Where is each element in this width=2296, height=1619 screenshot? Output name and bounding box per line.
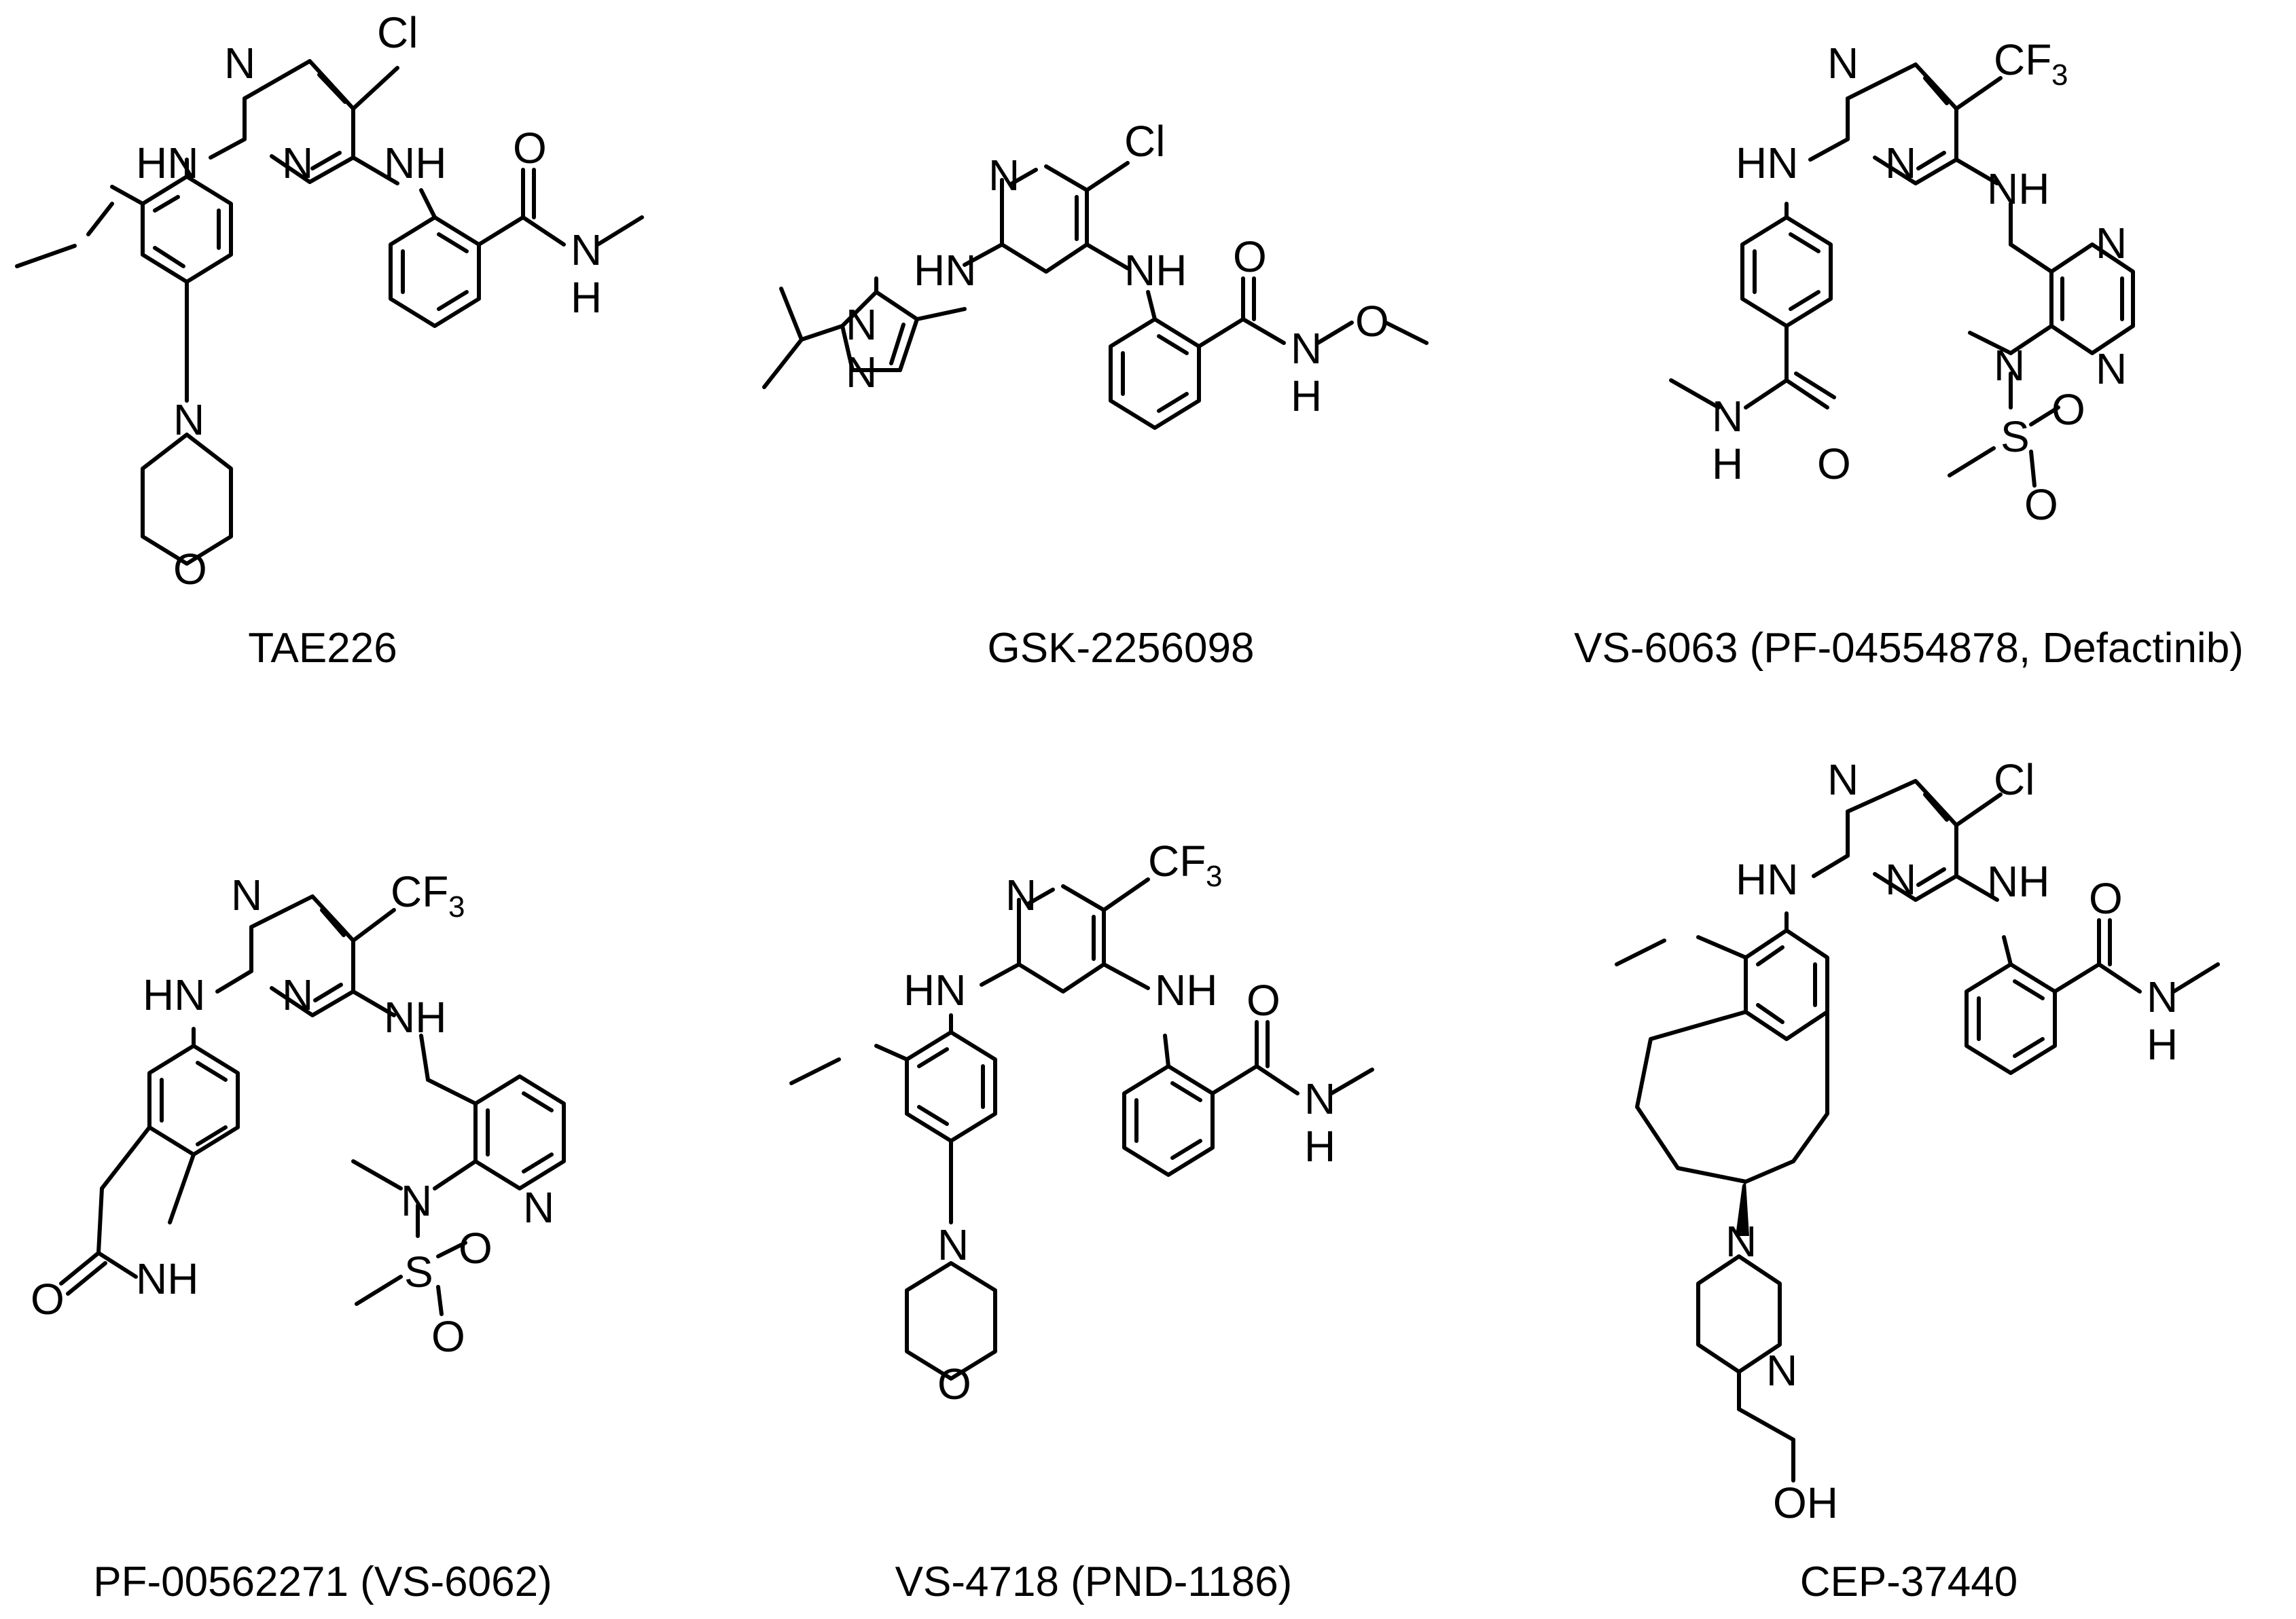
atom-o-carbonyl: O — [1233, 232, 1267, 281]
atom-h-amide: H — [2147, 1020, 2178, 1069]
atom-o-morpholine: O — [173, 545, 207, 594]
atom-nh: NH — [1987, 164, 2049, 213]
atom-n-morpholine: N — [173, 395, 204, 444]
atom-s: S — [404, 1248, 433, 1296]
atom-n-piperazine: N — [1766, 1346, 1797, 1395]
atom-cf3: CF — [1994, 35, 2051, 84]
atom-o-carbonyl: O — [1817, 439, 1851, 488]
atom-nh: NH — [384, 139, 446, 187]
atom-n-amide: N — [1712, 392, 1743, 441]
atom-n: N — [1827, 755, 1859, 804]
structure-gsk-2256098: Cl N HN NH N N O N H O GSK-2256098 — [762, 117, 1429, 672]
atom-n-pyridine: N — [1005, 871, 1037, 920]
atom-n-methyl: N — [401, 1176, 432, 1225]
atom-o-carbonyl: O — [513, 124, 547, 172]
atom-cl: Cl — [1124, 117, 1165, 166]
atom-s: S — [2001, 412, 2030, 461]
atom-n: N — [1827, 39, 1859, 88]
structure-cep-37440: Cl N N HN NH O N H N N OH CEP-37440 — [1615, 755, 2220, 1605]
atom-nh: NH — [1124, 246, 1187, 295]
compound-name-vs-4718: VS-4718 (PND-1186) — [895, 1559, 1293, 1605]
atom-n: N — [224, 39, 255, 88]
atom-n-pyrazine: N — [2096, 344, 2127, 393]
atom-oh: OH — [1773, 1478, 1838, 1527]
atom-cl: Cl — [1994, 755, 2034, 804]
atom-cl: Cl — [377, 8, 418, 57]
atom-cf3-subscript: 3 — [1206, 860, 1222, 893]
atom-n-amide: N — [2147, 972, 2178, 1021]
atom-n-amide: N — [1291, 324, 1322, 373]
atom-nh-lactam: NH — [136, 1254, 198, 1303]
atom-n-pyrazole: N — [846, 300, 877, 349]
atom-n-pyrazole: N — [846, 348, 877, 397]
atom-cf3: CF — [1148, 837, 1206, 886]
atom-n-methyl: N — [1994, 341, 2025, 390]
atom-n-pyridine: N — [988, 151, 1020, 200]
atom-o-carbonyl: O — [1246, 976, 1280, 1025]
atom-o: O — [2051, 385, 2085, 434]
atom-nh: NH — [384, 993, 446, 1042]
atom-h-amide: H — [1291, 371, 1322, 420]
structure-vs-6063: CF 3 N N HN NH N N N S O O O N H VS-6063… — [1574, 35, 2244, 672]
atom-o-methoxy: O — [1355, 297, 1389, 346]
atom-o-morpholine: O — [937, 1360, 971, 1408]
atom-h-amide: H — [571, 273, 602, 322]
compound-name-gsk-2256098: GSK-2256098 — [988, 625, 1255, 672]
atom-n: N — [1885, 855, 1916, 904]
atom-cf3: CF — [391, 867, 448, 916]
atom-n: N — [231, 871, 262, 920]
atom-hn: HN — [136, 139, 198, 187]
atom-hn: HN — [903, 966, 966, 1015]
atom-cf3-subscript: 3 — [2051, 58, 2068, 92]
atom-o-carbonyl: O — [2089, 874, 2123, 923]
atom-n-pyrazine: N — [2096, 219, 2127, 268]
atom-o: O — [2024, 480, 2058, 529]
structure-vs-4718: CF 3 N HN NH O N H N O VS-4718 (PND-1186… — [789, 837, 1374, 1605]
structure-tae226: Cl N N HN NH O N H N O TAE226 — [15, 8, 644, 672]
atom-hn: HN — [1736, 139, 1798, 187]
atom-h-amide: H — [1304, 1122, 1335, 1171]
atom-n: N — [1885, 139, 1916, 187]
atom-n-pyridine: N — [523, 1183, 554, 1232]
atom-hn: HN — [914, 246, 976, 295]
atom-n-piperazine: N — [1725, 1217, 1757, 1266]
atom-cf3-subscript: 3 — [448, 890, 465, 924]
compound-name-tae226: TAE226 — [248, 625, 397, 672]
atom-o: O — [431, 1312, 465, 1361]
atom-hn: HN — [1736, 855, 1798, 904]
compound-name-vs-6063: VS-6063 (PF-04554878, Defactinib) — [1574, 625, 2244, 672]
atom-hn: HN — [143, 970, 205, 1019]
atom-o: O — [459, 1224, 492, 1273]
atom-n-amide: N — [571, 225, 602, 274]
atom-h-amide: H — [1712, 439, 1743, 488]
atom-nh: NH — [1155, 966, 1217, 1015]
compound-name-cep-37440: CEP-37440 — [1800, 1559, 2018, 1605]
atom-n: N — [282, 970, 313, 1019]
atom-o-lactam: O — [31, 1275, 65, 1324]
structure-pf-00562271: CF 3 N N HN NH N N S O O O NH PF-0056227… — [31, 867, 566, 1605]
atom-n-amide: N — [1304, 1074, 1335, 1123]
atom-n-morpholine: N — [937, 1220, 969, 1269]
compound-name-pf-00562271: PF-00562271 (VS-6062) — [93, 1559, 552, 1605]
atom-nh: NH — [1987, 857, 2049, 906]
atom-n: N — [282, 139, 313, 187]
